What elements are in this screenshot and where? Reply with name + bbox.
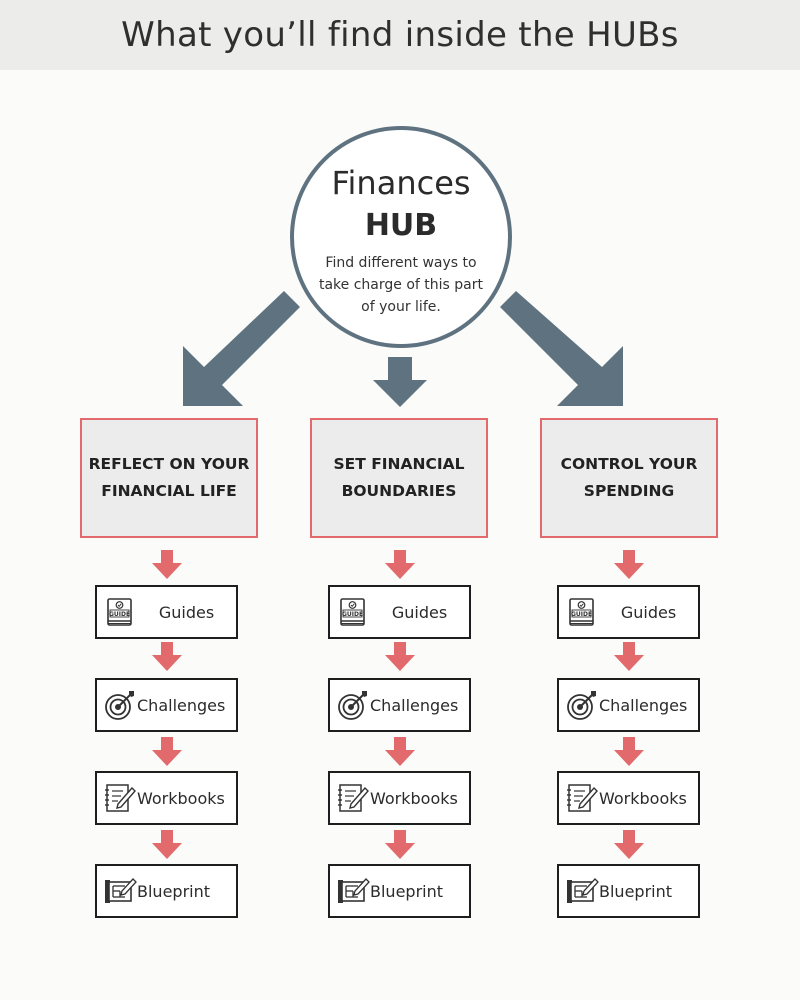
category-box: SET FINANCIAL BOUNDARIES: [310, 418, 488, 538]
down-arrow: [385, 550, 415, 579]
page-title: What you’ll find inside the HUBs: [121, 15, 679, 55]
resource-label: Workbooks: [599, 788, 687, 808]
left-hub-arrow: [183, 291, 300, 406]
resource-box-challenges: Challenges: [328, 678, 471, 732]
resource-label: Blueprint: [599, 881, 672, 901]
target-icon: [567, 691, 596, 720]
blueprint-icon: [567, 878, 599, 903]
resource-box-blueprint: Blueprint: [95, 864, 238, 918]
resource-label: Challenges: [599, 695, 688, 715]
resource-label: Workbooks: [370, 788, 458, 808]
resource-box-challenges: Challenges: [557, 678, 700, 732]
blueprint-icon: [105, 878, 137, 903]
down-arrow: [385, 737, 415, 766]
resource-label: Challenges: [137, 695, 226, 715]
right-hub-arrow: [500, 291, 623, 406]
resource-box-guides: GUIDE Guides: [557, 585, 700, 639]
down-arrow: [614, 830, 644, 859]
resource-box-challenges: Challenges: [95, 678, 238, 732]
resource-label: Blueprint: [370, 881, 443, 901]
down-arrow: [385, 830, 415, 859]
resource-label: Guides: [620, 602, 677, 622]
hub-description: Find different ways to take charge of th…: [318, 255, 483, 315]
resource-box-workbooks: Workbooks: [95, 771, 238, 825]
category-label: CONTROL YOUR SPENDING: [560, 455, 698, 500]
category-box: CONTROL YOUR SPENDING: [540, 418, 718, 538]
guide-icon-text: GUIDE: [342, 611, 363, 618]
resource-label: Guides: [158, 602, 215, 622]
resource-box-workbooks: Workbooks: [557, 771, 700, 825]
down-arrow: [614, 737, 644, 766]
resource-box-blueprint: Blueprint: [557, 864, 700, 918]
notebook-pencil-icon: [567, 784, 598, 812]
guide-book-icon: GUIDE: [569, 598, 594, 626]
down-arrow: [385, 642, 415, 671]
blueprint-icon: [338, 878, 370, 903]
category-label: REFLECT ON YOUR FINANCIAL LIFE: [88, 455, 250, 500]
hub-circle: Finances HUB Find different ways to take…: [290, 126, 512, 348]
notebook-pencil-icon: [338, 784, 369, 812]
center-hub-arrow: [373, 357, 427, 407]
resource-box-blueprint: Blueprint: [328, 864, 471, 918]
small-arrows: [152, 550, 644, 859]
category-box: REFLECT ON YOUR FINANCIAL LIFE: [80, 418, 258, 538]
resource-box-guides: GUIDE Guides: [95, 585, 238, 639]
down-arrow: [152, 550, 182, 579]
resource-label: Workbooks: [137, 788, 225, 808]
resource-label: Blueprint: [137, 881, 210, 901]
category-label: SET FINANCIAL BOUNDARIES: [333, 455, 465, 500]
target-icon: [338, 691, 367, 720]
hub-word: HUB: [364, 208, 438, 243]
resource-box-guides: GUIDE Guides: [328, 585, 471, 639]
down-arrow: [614, 642, 644, 671]
guide-icon-text: GUIDE: [571, 611, 592, 618]
resource-label: Guides: [391, 602, 448, 622]
guide-book-icon: GUIDE: [107, 598, 132, 626]
resource-label: Challenges: [370, 695, 459, 715]
header-banner: What you’ll find inside the HUBs: [0, 0, 800, 70]
notebook-pencil-icon: [105, 784, 136, 812]
guide-icon-text: GUIDE: [109, 611, 130, 618]
hub-name: Finances: [331, 164, 471, 202]
guide-book-icon: GUIDE: [340, 598, 365, 626]
down-arrow: [614, 550, 644, 579]
target-icon: [105, 691, 134, 720]
down-arrow: [152, 642, 182, 671]
down-arrow: [152, 737, 182, 766]
resource-box-workbooks: Workbooks: [328, 771, 471, 825]
down-arrow: [152, 830, 182, 859]
